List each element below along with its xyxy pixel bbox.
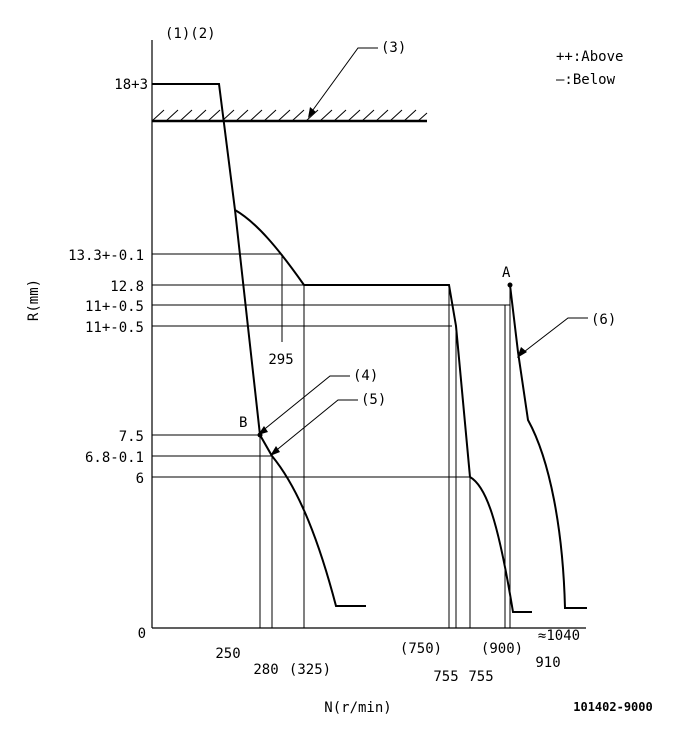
horizontal-reference-lines [152,253,510,478]
origin-label: 0 [138,626,146,642]
y-tick-18: 18+3 [114,77,148,93]
y-tick-12-8: 12.8 [110,279,144,295]
governor-curves [152,83,587,613]
x-tick-900: (900) [481,641,523,657]
legend-below: —:Below [556,72,616,88]
callout-4: (4) [353,368,378,384]
legend-above: ++:Above [556,49,623,65]
x-axis-label: N(r/min) [324,700,391,716]
stopper-hatch [151,109,428,123]
drawing-code: 101402-9000 [573,700,652,714]
callout-5: (5) [361,392,386,408]
callout-6: (6) [591,312,616,328]
point-a-marker [507,282,513,288]
header-labels: (1)(2) [165,26,216,42]
y-tick-6-8: 6.8-0.1 [85,450,144,466]
x-tick-295: 295 [268,352,293,368]
low-speed-curve [234,209,366,607]
y-tick-6: 6 [136,471,144,487]
callout-leaders [260,47,588,454]
x-tick-750: (750) [400,641,442,657]
main-curve [152,83,532,613]
x-tick-755b: 755 [468,669,493,685]
y-tick-11b: 11+-0.5 [85,320,144,336]
y-tick-11a: 11+-0.5 [85,299,144,315]
callout-arrowheads [258,107,527,456]
x-tick-325: (325) [289,662,331,678]
x-tick-755a: 755 [433,669,458,685]
x-tick-280: 280 [253,662,278,678]
point-b-label: B [239,415,247,431]
x-tick-910: 910 [535,655,560,671]
point-a-label: A [502,265,511,281]
x-tick-1040: ≈1040 [538,628,580,644]
vertical-reference-lines [259,254,511,628]
x-tick-250: 250 [215,646,240,662]
y-tick-13-3: 13.3+-0.1 [68,248,144,264]
y-axis-label: R(mm) [26,279,42,321]
high-speed-curve [509,284,587,609]
y-tick-7-5: 7.5 [119,429,144,445]
callout-3: (3) [381,40,406,56]
